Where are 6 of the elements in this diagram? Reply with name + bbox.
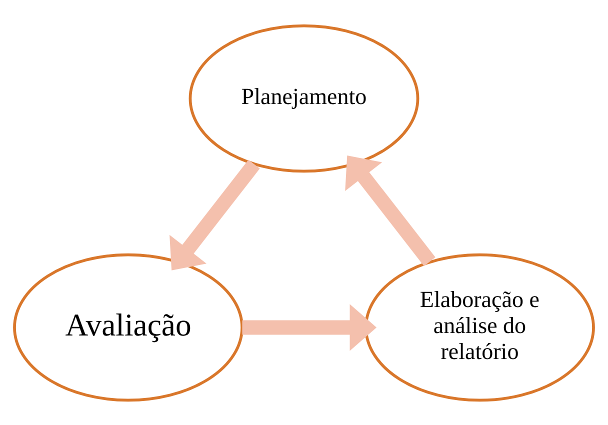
node-ellipse: Planejamento: [188, 24, 420, 172]
node-ellipse: Elaboração e análise do relatório: [364, 252, 595, 402]
arrow: [170, 159, 260, 270]
arrow: [345, 154, 436, 266]
node-ellipse: Avaliação: [13, 252, 244, 402]
arrow: [242, 304, 377, 350]
